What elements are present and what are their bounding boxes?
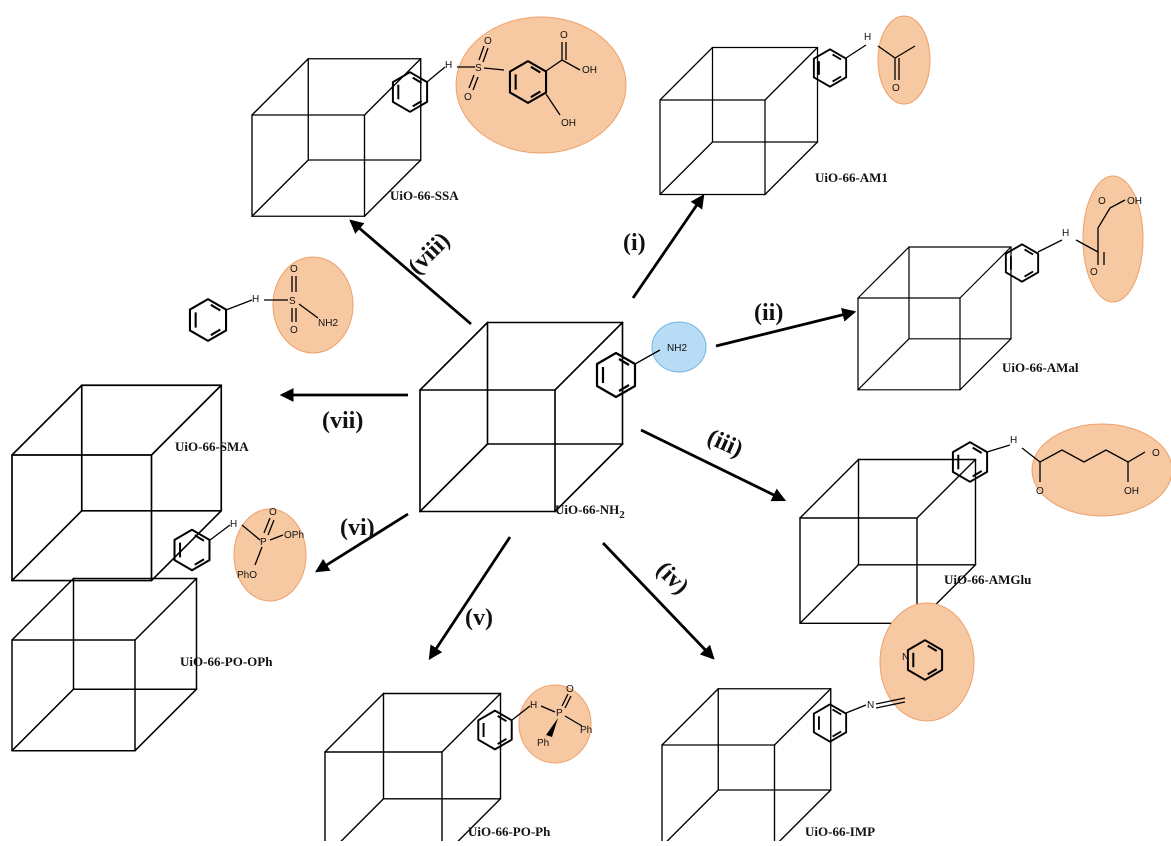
ssa-o-label-2: O (464, 92, 472, 103)
am1-o-label: O (892, 83, 900, 94)
ssa-o-label-1: O (484, 36, 492, 47)
pooph-n-label: H (230, 519, 237, 530)
product-amglu: H O OH O UiO-66-AMGlu (799, 423, 1171, 625)
step-label-v: (v) (465, 605, 493, 631)
amal-highlight (1082, 175, 1144, 303)
arrow-i (631, 194, 705, 299)
step-label-iv: (iv) (651, 557, 694, 600)
amglu-o-label: O (1036, 486, 1044, 497)
product-label-am1: UiO-66-AM1 (815, 170, 888, 185)
amglu-n-label: H (1010, 435, 1017, 446)
step-label-vi: (vi) (340, 515, 375, 541)
pooph-o-label: O (269, 507, 277, 518)
am1-highlight (877, 15, 931, 105)
step-label-vii: (vii) (322, 408, 363, 434)
product-label-amal: UiO-66-AMal (1002, 360, 1079, 375)
product-label-imp: UiO-66-IMP (805, 824, 875, 839)
arrow-iii (640, 428, 787, 502)
sma-n-label: H (252, 294, 259, 305)
pooph-oph-label: OPh (284, 530, 304, 541)
product-amal: H O O OH UiO-66-AMal (857, 175, 1144, 391)
poph-p-label: P (556, 708, 563, 719)
amglu-o2-label: O (1152, 448, 1160, 459)
imp-n-label: N (867, 700, 874, 711)
sma-s-label: S (289, 296, 296, 307)
amglu-highlight (1031, 423, 1171, 517)
product-am1: H O UiO-66-AM1 (659, 15, 931, 196)
product-label-poph: UiO-66-PO-Ph (468, 824, 551, 839)
product-label-pooph: UiO-66-PO-OPh (180, 654, 273, 669)
amglu-oh-label: OH (1124, 486, 1139, 497)
center-label: UiO-66-NH2 (555, 502, 625, 521)
ssa-s-label: S (475, 63, 482, 74)
product-poph: H P O Ph Ph UiO-66-PO-Ph (324, 684, 592, 846)
step-label-i: (i) (623, 230, 646, 256)
poph-o-label: O (566, 684, 574, 695)
sma-nh2-label: NH2 (318, 318, 338, 329)
product-ssa: H S O O O OH OH UiO-66-SSA (251, 16, 627, 217)
poph-ph-label-2: Ph (537, 738, 549, 749)
pooph-pho-label: PhO (237, 570, 257, 581)
nh2-atom-label: NH2 (667, 343, 687, 354)
center-framework: NH2 UiO-66-NH2 (419, 321, 707, 521)
arrow-viii (349, 219, 472, 326)
arrow-iv (601, 542, 715, 660)
ssa-oh-label-1: OH (582, 65, 597, 76)
amal-oh-label: OH (1127, 196, 1142, 207)
arrow-v (428, 536, 512, 660)
amal-o-label: O (1090, 267, 1098, 278)
am1-n-label: H (864, 32, 871, 43)
sma-o-label-2: O (290, 325, 298, 336)
product-label-ssa: UiO-66-SSA (390, 188, 459, 203)
product-label-sma: UiO-66-SMA (175, 439, 249, 454)
poph-n-label: H (530, 700, 537, 711)
product-imp: N N UiO-66-IMP (661, 602, 975, 846)
sma-o-label-1: O (290, 264, 298, 275)
ssa-highlight (455, 16, 627, 154)
ssa-o-label-3: O (560, 30, 568, 41)
ssa-oh-label-2: OH (561, 118, 576, 129)
amal-n-label: H (1062, 228, 1069, 239)
imp-highlight (879, 602, 975, 722)
step-label-ii: (ii) (754, 300, 783, 326)
product-label-amglu: UiO-66-AMGlu (944, 572, 1031, 587)
nh2-highlight (651, 321, 707, 373)
product-sma: H S O O NH2 UiO-66-SMA (11, 256, 354, 582)
arrow-ii (715, 307, 857, 348)
poph-ph-label-1: Ph (580, 725, 592, 736)
center-label-subscript: 2 (619, 509, 625, 521)
arrow-vi (315, 512, 409, 573)
ssa-n-label: H (445, 60, 452, 71)
step-label-iii: (iii) (703, 424, 746, 462)
pooph-highlight (233, 508, 307, 602)
imp-pyridine-n-label: N (902, 652, 909, 663)
pooph-p-label: P (260, 537, 267, 548)
amal-o2-label: O (1098, 196, 1106, 207)
center-label-main: UiO-66-NH (555, 502, 619, 517)
sma-highlight (272, 256, 354, 354)
arrows (279, 194, 857, 660)
product-pooph: H P O OPh PhO UiO-66-PO-OPh (11, 507, 307, 752)
